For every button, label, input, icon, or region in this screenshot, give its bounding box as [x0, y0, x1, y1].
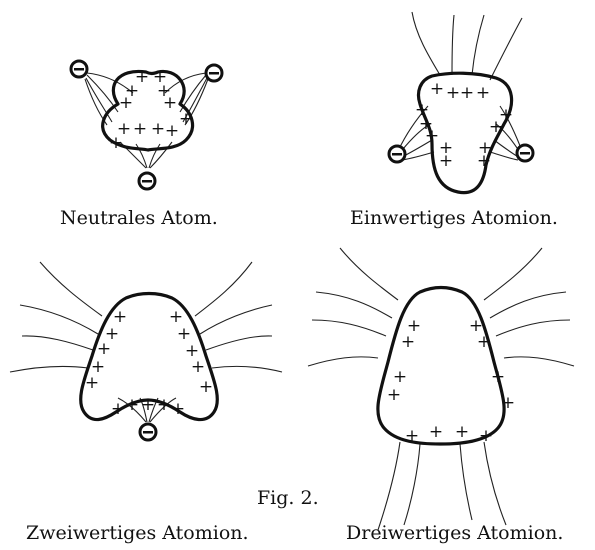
svg-text:+: +: [199, 377, 213, 397]
caption-divalent-ion: Zweiwertiges Atomion.: [26, 522, 249, 544]
svg-text:+: +: [387, 385, 401, 405]
svg-text:+: +: [479, 426, 493, 446]
svg-text:+: +: [477, 332, 491, 352]
svg-text:+: +: [111, 399, 125, 419]
minus-ion-icon: [389, 146, 405, 162]
svg-text:+: +: [425, 126, 439, 146]
svg-text:+: +: [141, 395, 155, 415]
trivalent-ion-diagram: + + + + + + + + + + + +: [308, 248, 574, 530]
svg-text:+: +: [85, 373, 99, 393]
svg-text:+: +: [119, 93, 133, 113]
caption-monovalent-ion: Einwertiges Atomion.: [350, 207, 558, 229]
svg-text:+: +: [393, 367, 407, 387]
svg-text:+: +: [477, 151, 491, 171]
svg-text:+: +: [489, 117, 503, 137]
svg-text:+: +: [157, 395, 171, 415]
minus-ion-icon: [71, 61, 87, 77]
svg-text:+: +: [439, 151, 453, 171]
svg-text:+: +: [171, 399, 185, 419]
svg-text:+: +: [179, 109, 193, 129]
atom-outline: [378, 288, 504, 445]
svg-text:+: +: [401, 332, 415, 352]
monovalent-ion-diagram: + + + + + + + + + + + + +: [389, 12, 533, 193]
svg-text:+: +: [491, 367, 505, 387]
neutral-atom-diagram: + + + + + + + + + + + +: [71, 61, 222, 189]
minus-ion-icon: [206, 65, 222, 81]
svg-text:+: +: [476, 83, 490, 103]
svg-text:+: +: [446, 83, 460, 103]
svg-text:+: +: [97, 339, 111, 359]
svg-text:+: +: [430, 79, 444, 99]
svg-text:+: +: [151, 119, 165, 139]
svg-text:+: +: [165, 121, 179, 141]
divalent-ion-diagram: + + + + + + + + + + + + + + +: [10, 262, 282, 440]
minus-ion-icon: [140, 424, 156, 440]
svg-text:+: +: [191, 357, 205, 377]
minus-ion-icon: [139, 173, 155, 189]
caption-neutral-atom: Neutrales Atom.: [60, 207, 218, 229]
caption-trivalent-ion: Dreiwertiges Atomion.: [346, 522, 563, 544]
figure-label: Fig. 2.: [257, 487, 319, 509]
svg-text:+: +: [455, 422, 469, 442]
svg-text:+: +: [460, 83, 474, 103]
positive-charges: + + + + + + + + + + + + +: [415, 79, 513, 171]
svg-text:+: +: [109, 133, 123, 153]
svg-text:+: +: [405, 426, 419, 446]
svg-text:+: +: [133, 119, 147, 139]
svg-text:+: +: [501, 393, 515, 413]
svg-text:+: +: [125, 395, 139, 415]
minus-ion-icon: [517, 145, 533, 161]
svg-text:+: +: [163, 93, 177, 113]
svg-text:+: +: [429, 422, 443, 442]
field-lines: [308, 248, 574, 530]
